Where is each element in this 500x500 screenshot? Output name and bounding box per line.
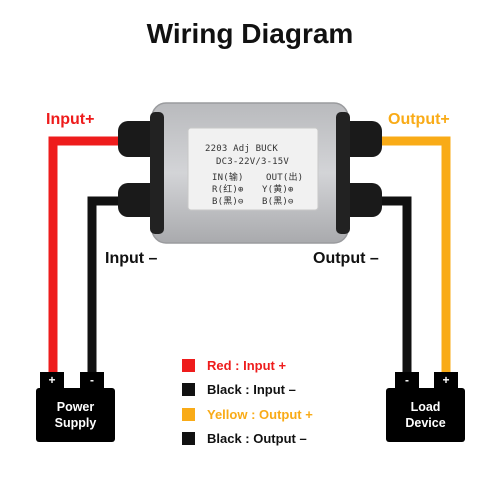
load-device-plus-sign: + (442, 373, 450, 387)
module-model-text: 2203 Adj BUCK (205, 144, 279, 154)
load-device-minus-terminal (395, 372, 419, 388)
input-minus-label: Input – (105, 250, 158, 267)
module-spec-text: DC3-22V/3-15V (216, 157, 290, 167)
legend-text-black-output: Black : Output – (207, 431, 307, 447)
wire-color-legend: Red : Input + Black : Input – Yellow : O… (182, 353, 313, 451)
legend-swatch-black-output (182, 432, 195, 446)
legend-swatch-yellow (182, 407, 195, 421)
load-device-box (386, 388, 465, 442)
module-end-cap-left (150, 112, 164, 234)
output-minus-label: Output – (313, 250, 379, 267)
legend-row-black-output: Black : Output – (182, 427, 313, 452)
module-r-text: R(红)⊕ (212, 185, 244, 195)
input-grommet-bottom (118, 183, 160, 217)
module-b-out-text: B(黑)⊖ (262, 197, 294, 207)
power-supply-minus-terminal (80, 372, 104, 388)
module-end-cap-right (336, 112, 350, 234)
black-input-wire (87, 196, 158, 375)
power-supply-box (36, 388, 115, 442)
power-supply-label: Power Supply (36, 399, 115, 431)
page-title: Wiring Diagram (146, 18, 354, 49)
load-device-label: Load Device (386, 399, 465, 431)
power-supply-label-line2: Supply (54, 416, 97, 430)
output-plus-label: Output+ (388, 111, 450, 128)
legend-text-black-input: Black : Input – (207, 382, 296, 398)
load-device-label-line2: Device (405, 416, 446, 430)
input-plus-label: Input+ (46, 111, 95, 128)
load-device-label-line1: Load (410, 400, 441, 414)
load-device-plus-terminal (434, 372, 458, 388)
black-output-wire (342, 196, 412, 375)
power-supply-minus-sign: - (90, 373, 94, 387)
legend-row-yellow: Yellow : Output + (182, 402, 313, 427)
module-out-text: OUT(出) (266, 173, 304, 183)
legend-swatch-black-input (182, 383, 195, 397)
module-y-text: Y(黄)⊕ (262, 185, 294, 195)
legend-text-yellow: Yellow : Output + (207, 406, 313, 422)
output-grommet-top (340, 121, 382, 157)
power-supply-plus-sign: + (48, 373, 56, 387)
power-supply-plus-terminal (40, 372, 64, 388)
load-device-minus-sign: - (405, 373, 409, 387)
module-b-in-text: B(黑)⊖ (212, 197, 244, 207)
module-in-text: IN(输) (212, 173, 244, 183)
input-grommet-top (118, 121, 160, 157)
legend-row-black-input: Black : Input – (182, 378, 313, 403)
legend-swatch-red (182, 358, 195, 372)
legend-row-red: Red : Input + (182, 353, 313, 378)
output-grommet-bottom (340, 183, 382, 217)
power-supply-label-line1: Power (56, 400, 95, 414)
module-sticker (187, 127, 319, 211)
legend-text-red: Red : Input + (207, 357, 287, 373)
